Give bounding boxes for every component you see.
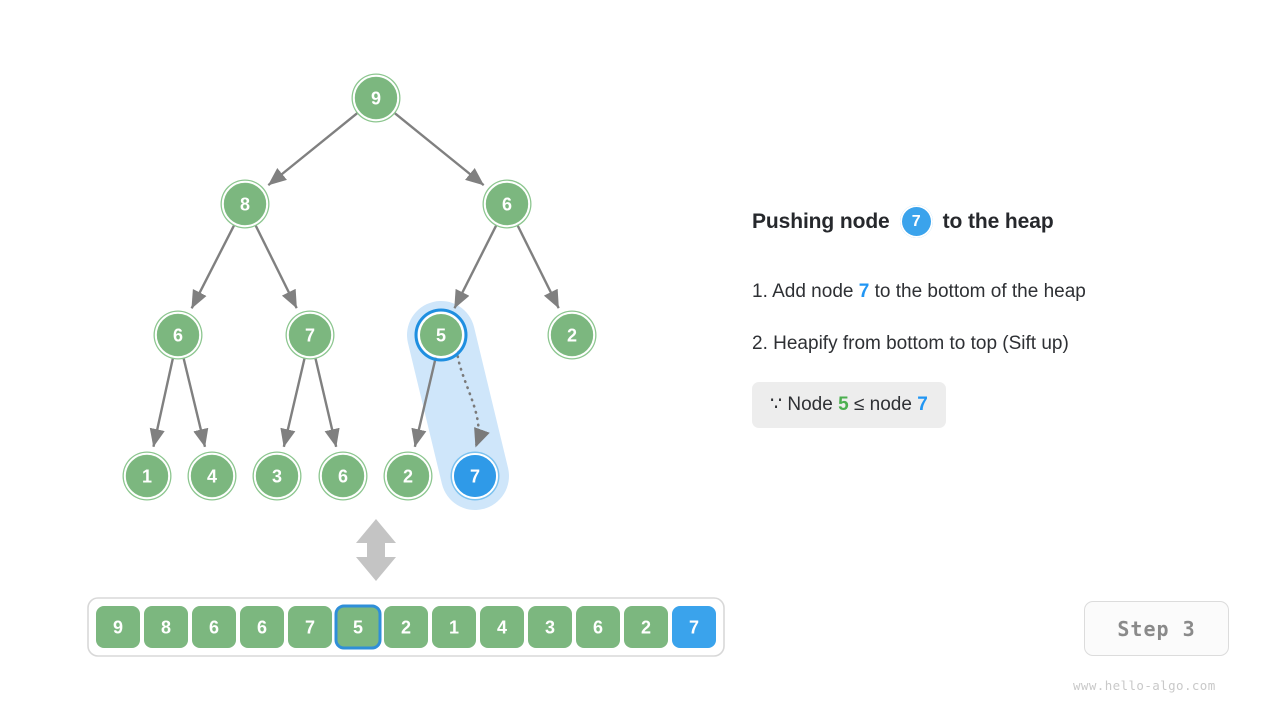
- array-cell: 2: [624, 606, 668, 648]
- tree-node: 9: [351, 73, 401, 123]
- step-2-index: 2.: [752, 332, 768, 354]
- step-1-index: 1.: [752, 281, 768, 302]
- title-prefix: Pushing node: [752, 209, 890, 233]
- array-cell: 6: [576, 606, 620, 648]
- tree-node: 6: [153, 310, 203, 360]
- array-cell: 4: [480, 606, 524, 648]
- array-cell-label: 5: [353, 618, 363, 638]
- array-cell-label: 4: [497, 618, 507, 638]
- array-cell-label: 1: [449, 618, 459, 638]
- reason-operator: ≤: [853, 393, 865, 415]
- array-cell-label: 2: [401, 618, 411, 638]
- step-item-1: 1. Add node 7 to the bottom of the heap: [752, 280, 1252, 304]
- tree-node-label: 9: [371, 89, 381, 109]
- tree-node: 4: [187, 451, 237, 501]
- reason-value-a: 5: [838, 393, 849, 415]
- array-cell-label: 8: [161, 618, 171, 638]
- step-list: 1. Add node 7 to the bottom of the heap …: [752, 280, 1252, 356]
- step-1-after: to the bottom of the heap: [874, 281, 1086, 302]
- tree-node: 1: [122, 451, 172, 501]
- array-cell: 2: [384, 606, 428, 648]
- tree-node-label: 8: [240, 195, 250, 215]
- tree-node-label: 6: [173, 326, 183, 346]
- array-cell-label: 9: [113, 618, 123, 638]
- tree-node-label: 6: [338, 467, 348, 487]
- watermark: www.hello-algo.com: [1073, 678, 1216, 693]
- explanation-panel: Pushing node 7 to the heap 1. Add node 7…: [752, 205, 1252, 428]
- array-cell-label: 6: [257, 618, 267, 638]
- step-1-before: Add node: [772, 281, 854, 302]
- tree-node: 6: [318, 451, 368, 501]
- array-cell: 7: [672, 606, 716, 648]
- tree-node-label: 1: [142, 467, 152, 487]
- reason-word-b: node: [869, 393, 912, 415]
- heap-array: 9 8 6 6 7 5 2 1 4 3 6 2 7: [87, 597, 725, 657]
- array-cell: 6: [192, 606, 236, 648]
- array-cell: 8: [144, 606, 188, 648]
- tree-node: 3: [252, 451, 302, 501]
- step-1-value: 7: [858, 281, 870, 302]
- panel-title: Pushing node 7 to the heap: [752, 205, 1252, 238]
- tree-node-label: 5: [436, 326, 446, 346]
- heap-diagram: 9 8 6 6 7 5 2 1 4 3 6 2 7 9 8 6 6 7 5 2 1 4 3 6 2 7: [87, 73, 725, 657]
- step-item-2: 2. Heapify from bottom to top (Sift up): [752, 332, 1252, 356]
- step-2-text: Heapify from bottom to top (Sift up): [773, 332, 1069, 354]
- title-suffix: to the heap: [942, 209, 1054, 233]
- array-cell: 7: [288, 606, 332, 648]
- tree-node-label: 6: [502, 195, 512, 215]
- tree-edges: [149, 111, 560, 448]
- tree-node: 6: [482, 179, 532, 229]
- array-cell: 5: [334, 604, 382, 650]
- tree-node-label: 2: [567, 326, 577, 346]
- array-cell: 9: [96, 606, 140, 648]
- tree-nodes: 9 8 6 6 7 5 2 1 4 3 6 2 7: [122, 73, 597, 501]
- tree-node: 7: [450, 451, 500, 501]
- array-cell-label: 2: [641, 618, 651, 638]
- tree-node: 5: [414, 308, 468, 362]
- array-cell-label: 7: [305, 618, 315, 638]
- array-cell: 1: [432, 606, 476, 648]
- tree-node-label: 7: [305, 326, 315, 346]
- array-cell: 6: [240, 606, 284, 648]
- array-cell-label: 6: [593, 618, 603, 638]
- tree-node: 2: [383, 451, 433, 501]
- reason-symbol: ∵: [770, 393, 783, 415]
- tree-node-label: 4: [207, 467, 217, 487]
- tree-node-label: 3: [272, 467, 282, 487]
- reason-value-b: 7: [917, 393, 928, 415]
- array-cell-label: 6: [209, 618, 219, 638]
- tree-node: 2: [547, 310, 597, 360]
- tree-node: 8: [220, 179, 270, 229]
- tree-node: 7: [285, 310, 335, 360]
- double-arrow-icon: [356, 519, 396, 581]
- array-cell-label: 7: [689, 618, 699, 638]
- reason-box: ∵ Node 5 ≤ node 7: [752, 381, 946, 428]
- tree-node-label: 2: [403, 467, 413, 487]
- title-node-badge: 7: [899, 205, 933, 238]
- reason-word-a: Node: [787, 393, 833, 415]
- array-cell: 3: [528, 606, 572, 648]
- tree-node-label: 7: [470, 467, 480, 487]
- array-cell-label: 3: [545, 618, 555, 638]
- step-badge: Step 3: [1084, 601, 1229, 656]
